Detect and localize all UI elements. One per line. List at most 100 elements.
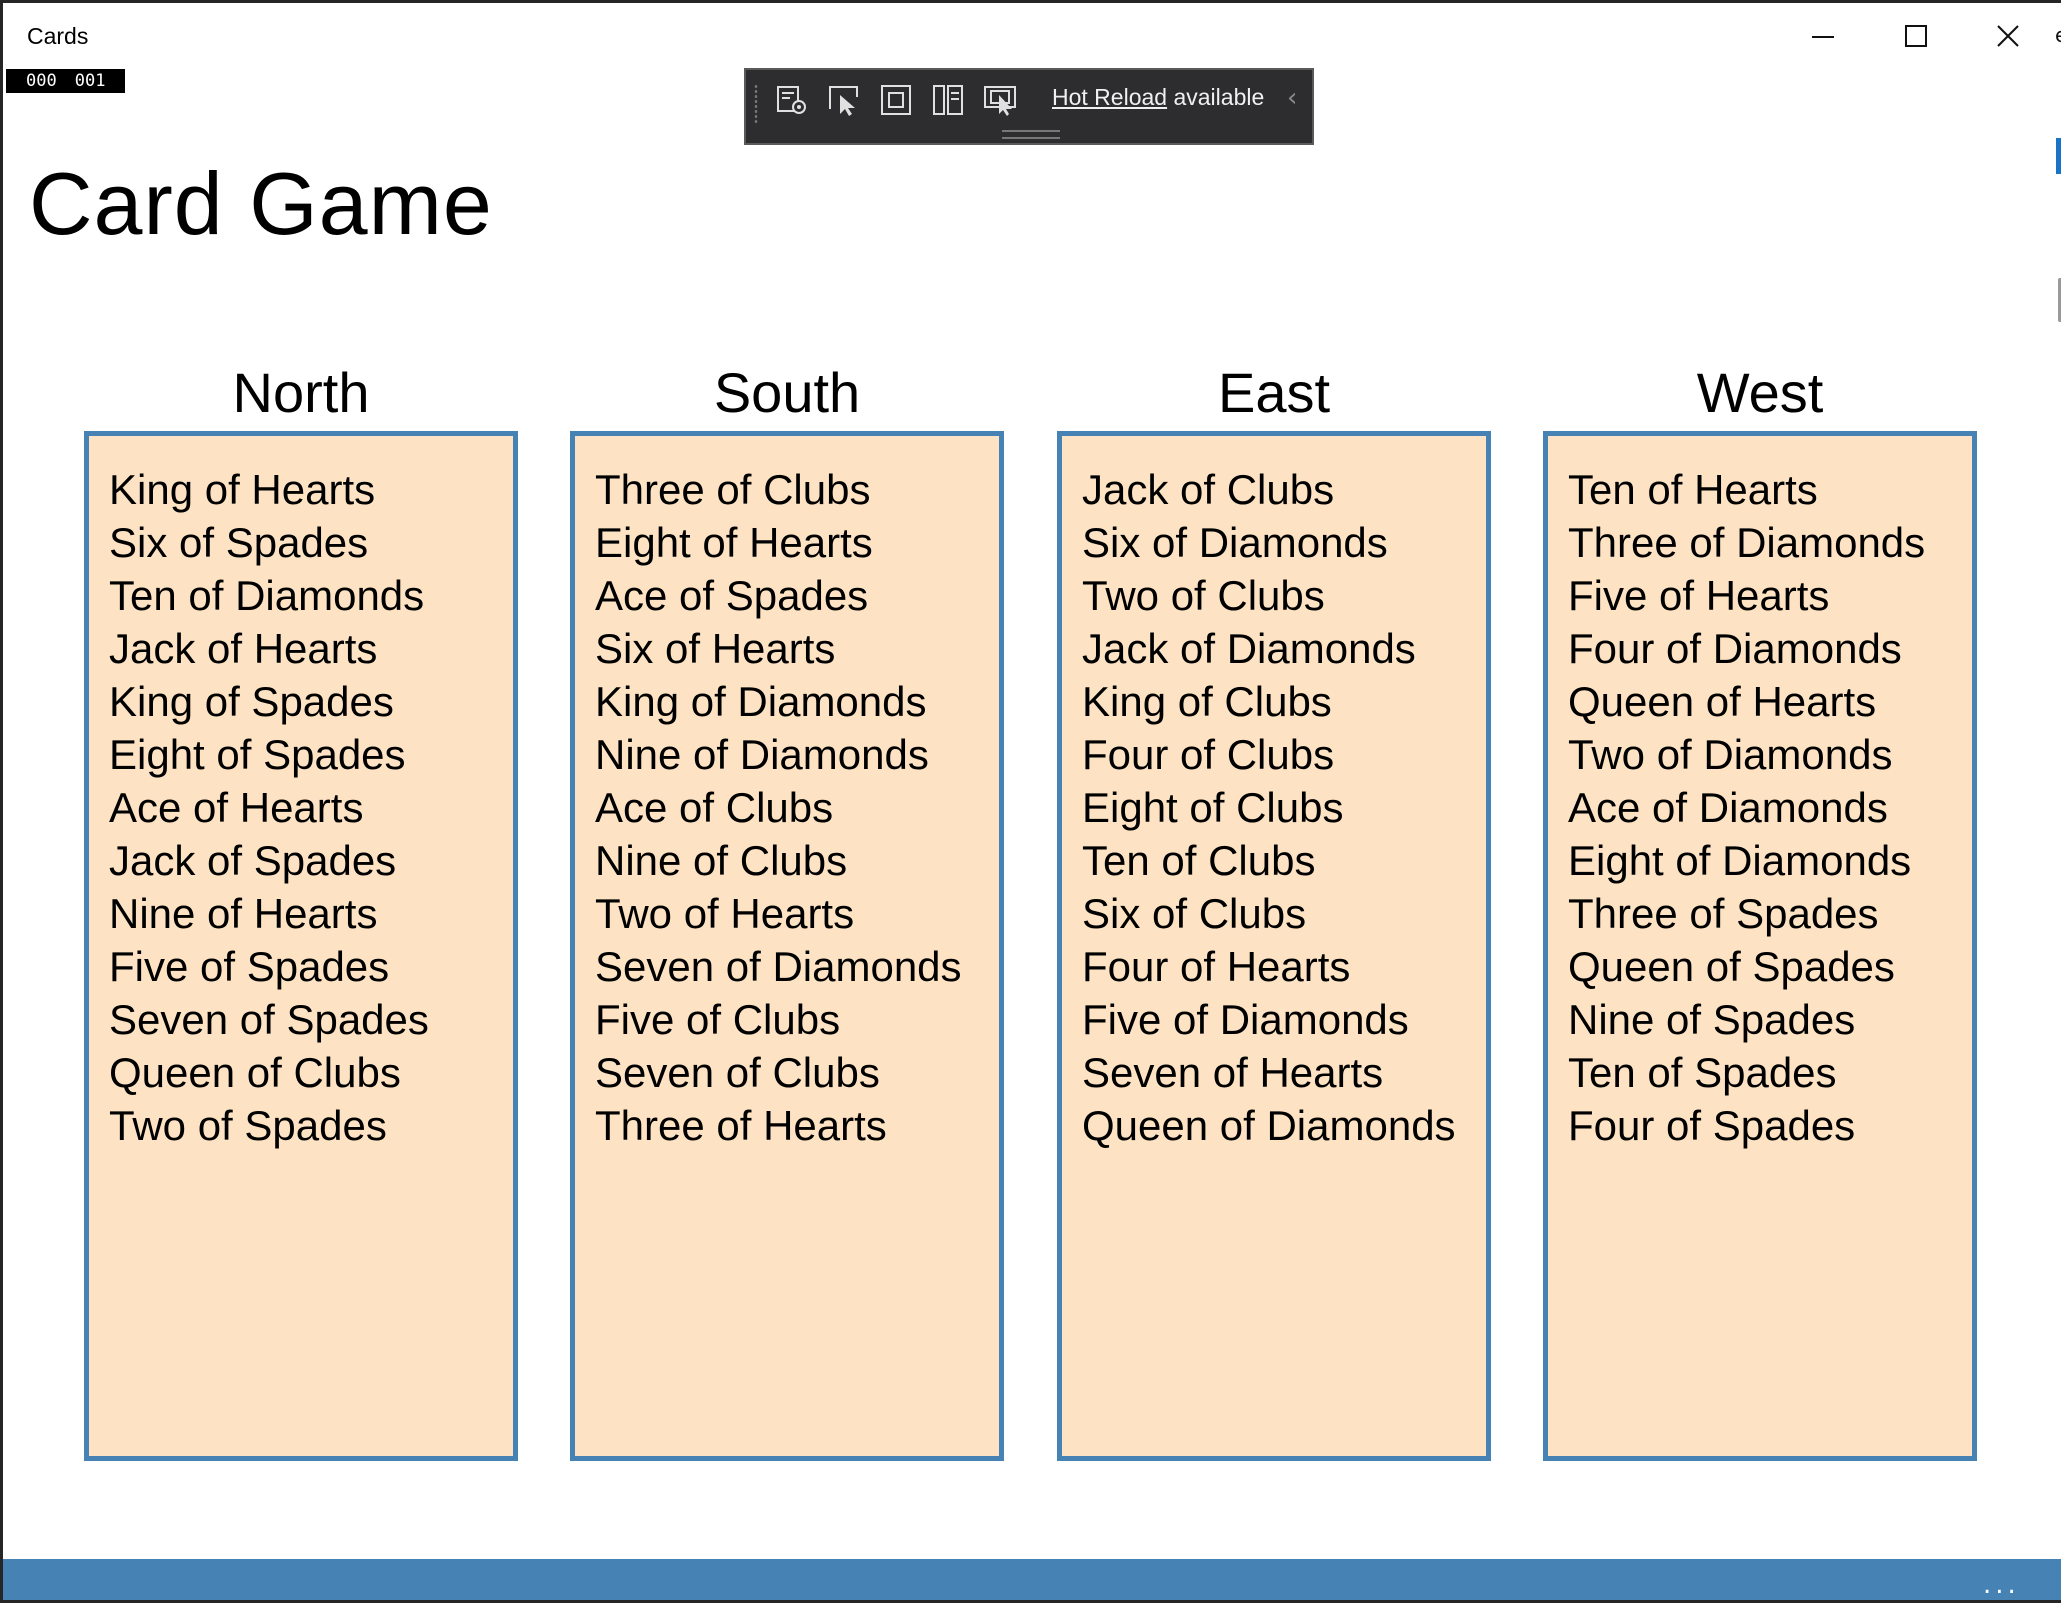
- card-item[interactable]: Ace of Spades: [595, 572, 869, 619]
- card-item[interactable]: Two of Spades: [109, 1102, 387, 1149]
- card-item[interactable]: Three of Hearts: [595, 1102, 887, 1149]
- toolbar-grip[interactable]: [754, 84, 758, 124]
- card-item[interactable]: Nine of Spades: [1568, 996, 1856, 1043]
- background-scrollbar-thumb: [2058, 278, 2061, 322]
- hot-reload-link[interactable]: Hot Reload: [1052, 84, 1168, 110]
- card-item[interactable]: Queen of Clubs: [109, 1049, 401, 1096]
- page-title: Card Game: [29, 154, 493, 253]
- chevron-left-icon: ‹: [1287, 83, 1298, 113]
- card-item[interactable]: King of Spades: [109, 678, 394, 725]
- card-item[interactable]: Two of Clubs: [1082, 572, 1325, 619]
- track-focus-button[interactable]: [928, 80, 968, 120]
- live-visual-tree-button[interactable]: [772, 80, 812, 120]
- hot-reload-status: Hot Reload available: [1052, 84, 1264, 111]
- card-item[interactable]: Jack of Hearts: [109, 625, 378, 672]
- frame-counter-left: 000: [26, 71, 57, 91]
- hand-heading: South: [713, 361, 861, 424]
- card-item[interactable]: Seven of Hearts: [1082, 1049, 1384, 1096]
- card-item[interactable]: Five of Diamonds: [1082, 996, 1409, 1043]
- close-button[interactable]: [1963, 3, 2053, 69]
- card-item[interactable]: Eight of Spades: [109, 731, 406, 778]
- window-title: Cards: [27, 23, 89, 49]
- card-item[interactable]: Five of Clubs: [595, 996, 841, 1043]
- minimize-icon: [1812, 36, 1834, 38]
- card-item[interactable]: Jack of Diamonds: [1082, 625, 1416, 672]
- card-item[interactable]: Ace of Clubs: [595, 784, 834, 831]
- card-item[interactable]: King of Diamonds: [595, 678, 927, 725]
- card-item[interactable]: Ten of Clubs: [1082, 837, 1316, 884]
- card-item[interactable]: Nine of Hearts: [109, 890, 378, 937]
- card-item[interactable]: Ten of Hearts: [1568, 466, 1818, 513]
- card-item[interactable]: Ace of Diamonds: [1568, 784, 1888, 831]
- card-item[interactable]: Three of Clubs: [595, 466, 871, 513]
- card-item[interactable]: King of Clubs: [1082, 678, 1332, 725]
- background-window-edge-text: e: [2055, 23, 2061, 47]
- app-bar: [3, 1559, 2061, 1600]
- card-item[interactable]: Two of Diamonds: [1568, 731, 1893, 778]
- card-item[interactable]: Six of Diamonds: [1082, 519, 1388, 566]
- maximize-icon: [1905, 25, 1927, 47]
- card-item[interactable]: Seven of Clubs: [595, 1049, 880, 1096]
- card-item[interactable]: Jack of Clubs: [1082, 466, 1335, 513]
- display-layout-adorners-button[interactable]: [876, 80, 916, 120]
- card-item[interactable]: Six of Spades: [109, 519, 369, 566]
- card-item[interactable]: Ace of Hearts: [109, 784, 364, 831]
- close-icon: [1997, 25, 2019, 47]
- track-focus-icon: [933, 85, 963, 115]
- card-item[interactable]: Jack of Spades: [109, 837, 397, 884]
- card-item[interactable]: Nine of Clubs: [595, 837, 848, 884]
- card-item[interactable]: Three of Diamonds: [1568, 519, 1926, 566]
- minimize-button[interactable]: [1778, 3, 1868, 69]
- hand-heading: East: [1217, 361, 1331, 424]
- maximize-button[interactable]: [1871, 3, 1961, 69]
- title-bar[interactable]: Cards: [3, 3, 2061, 69]
- display-layout-adorners-icon: [881, 85, 911, 115]
- card-item[interactable]: Queen of Hearts: [1568, 678, 1877, 725]
- card-item[interactable]: Three of Spades: [1568, 890, 1879, 937]
- more-button[interactable]: ...: [1983, 1572, 2020, 1598]
- background-window-accent: [2056, 138, 2061, 174]
- toolbar-drag-handle[interactable]: [1002, 130, 1060, 139]
- preview-selection-icon: [984, 86, 1016, 116]
- card-item[interactable]: Six of Clubs: [1082, 890, 1307, 937]
- card-item[interactable]: Eight of Hearts: [595, 519, 873, 566]
- card-item[interactable]: Queen of Spades: [1568, 943, 1895, 990]
- hot-reload-suffix: available: [1167, 84, 1265, 110]
- card-item[interactable]: Four of Diamonds: [1568, 625, 1902, 672]
- card-item[interactable]: Four of Clubs: [1082, 731, 1335, 778]
- live-visual-tree-icon: [777, 86, 806, 114]
- card-item[interactable]: Four of Hearts: [1082, 943, 1351, 990]
- card-item[interactable]: Four of Spades: [1568, 1102, 1856, 1149]
- card-item[interactable]: Eight of Diamonds: [1568, 837, 1912, 884]
- select-element-icon: [829, 86, 858, 116]
- more-icon: ...: [1983, 1570, 2020, 1600]
- card-item[interactable]: Seven of Spades: [109, 996, 429, 1043]
- select-element-button[interactable]: [824, 80, 864, 120]
- card-item[interactable]: Ten of Spades: [1568, 1049, 1837, 1096]
- card-item[interactable]: Ten of Diamonds: [109, 572, 425, 619]
- collapse-toolbar-button[interactable]: ‹: [1287, 83, 1297, 113]
- card-item[interactable]: Eight of Clubs: [1082, 784, 1344, 831]
- preview-selection-button[interactable]: [980, 80, 1020, 120]
- frame-counter-right: 001: [74, 71, 106, 91]
- card-item[interactable]: Nine of Diamonds: [595, 731, 929, 778]
- card-item[interactable]: Five of Spades: [109, 943, 390, 990]
- card-item[interactable]: Queen of Diamonds: [1082, 1102, 1456, 1149]
- card-item[interactable]: King of Hearts: [109, 466, 376, 513]
- card-item[interactable]: Six of Hearts: [595, 625, 836, 672]
- card-item[interactable]: Seven of Diamonds: [595, 943, 962, 990]
- card-item[interactable]: Five of Hearts: [1568, 572, 1830, 619]
- card-item[interactable]: Two of Hearts: [595, 890, 855, 937]
